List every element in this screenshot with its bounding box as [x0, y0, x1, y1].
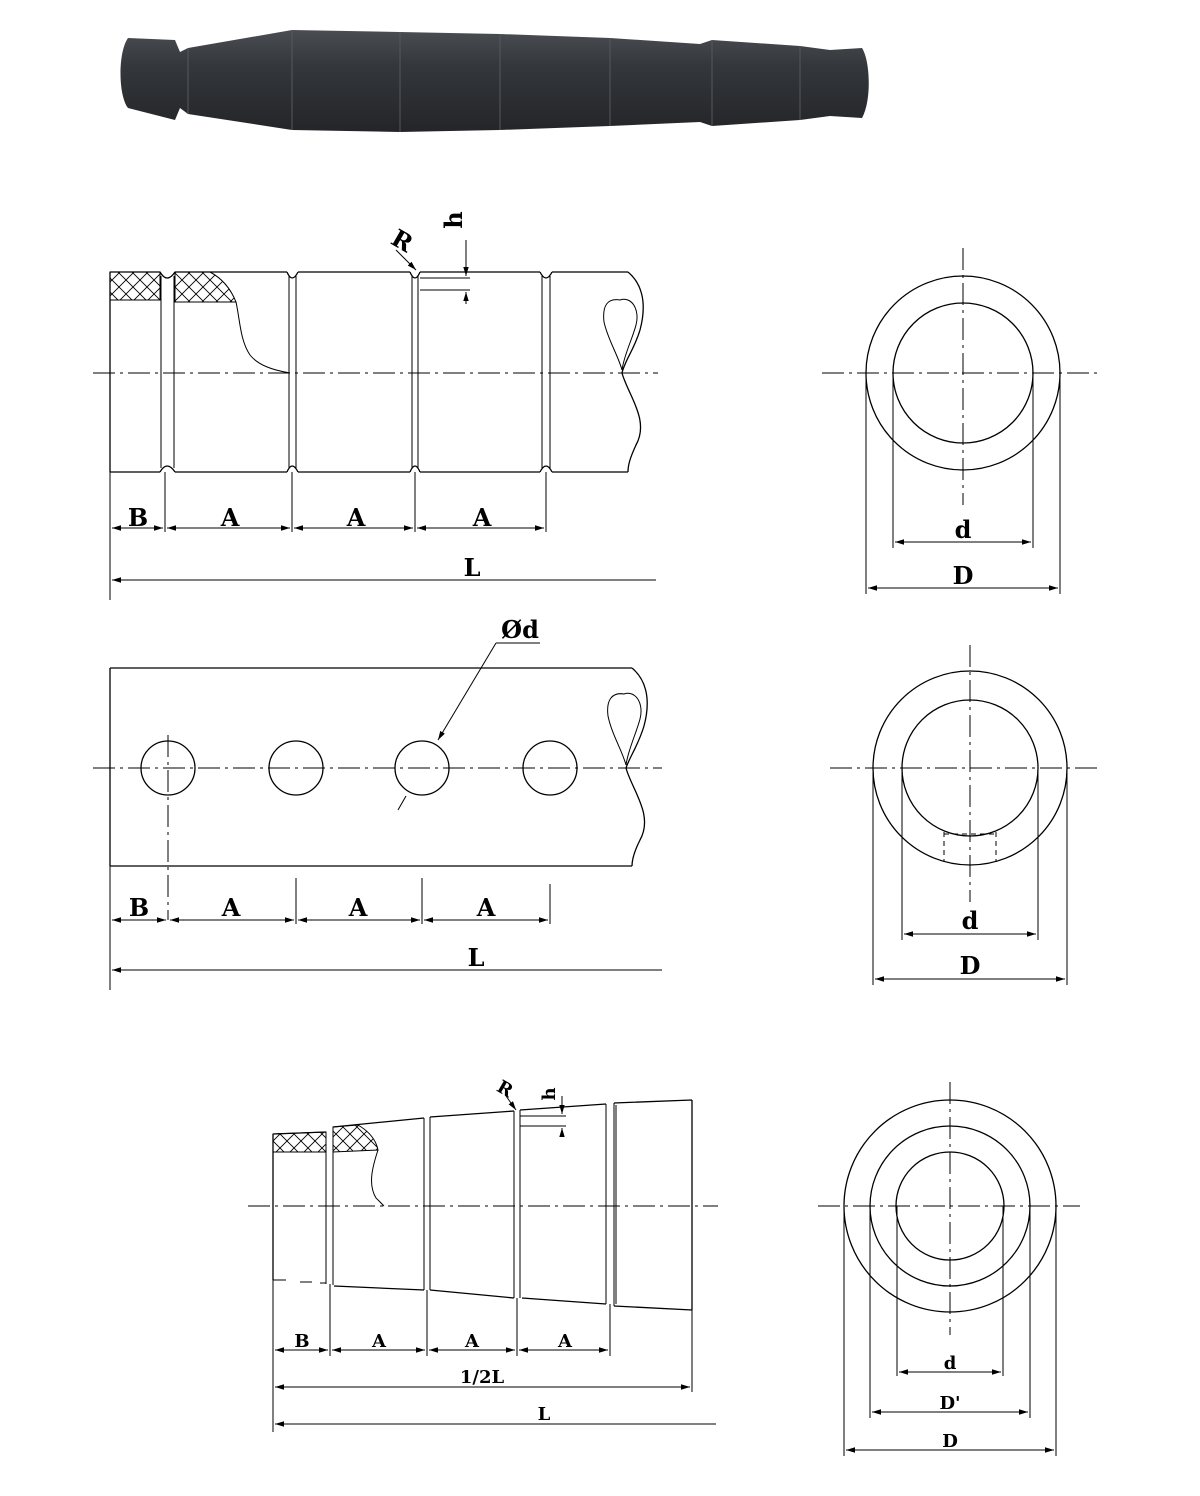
middle-diameter-label: D' — [939, 1393, 960, 1414]
dim-a-label: A — [557, 1331, 573, 1352]
dim-l-label: L — [468, 943, 485, 972]
side-view-grooved: R h B A A A L — [93, 211, 658, 600]
dim-a-label: A — [476, 893, 496, 922]
dim-b-label: B — [294, 1331, 309, 1352]
dim-a-label: A — [348, 893, 368, 922]
dim-b-label: B — [129, 893, 149, 922]
outer-diameter-label: D — [942, 1431, 958, 1452]
side-view-tapered: R h B A A A 1/2L L — [248, 1076, 718, 1432]
end-view-tapered: d D' D — [818, 1082, 1080, 1456]
inner-diameter-label: d — [944, 1353, 957, 1374]
side-view-holes: Ød B A A A L — [93, 615, 662, 990]
outer-diameter-label: D — [953, 561, 974, 590]
dim-a-label: A — [371, 1331, 387, 1352]
dim-a-label: A — [220, 503, 240, 532]
dim-l-label: L — [464, 553, 481, 582]
dim-b-label: B — [128, 503, 148, 532]
end-view-holes: d D — [830, 645, 1100, 985]
inner-diameter-label: d — [962, 906, 979, 935]
dim-a-label: A — [464, 1331, 480, 1352]
groove-depth-label: h — [539, 1087, 560, 1100]
groove-depth-label: h — [439, 211, 468, 228]
dim-l-label: L — [538, 1404, 551, 1425]
end-view-grooved: d D — [822, 248, 1100, 594]
radius-label: R — [493, 1076, 517, 1102]
radius-label: R — [386, 223, 419, 259]
dim-a-label: A — [221, 893, 241, 922]
dim-half-l-label: 1/2L — [460, 1367, 505, 1388]
inner-diameter-label: d — [955, 515, 972, 544]
hole-diameter-label: Ød — [501, 615, 539, 644]
dim-a-label: A — [346, 503, 366, 532]
fender-product-image — [120, 30, 869, 132]
dim-a-label: A — [472, 503, 492, 532]
outer-diameter-label: D — [960, 951, 981, 980]
